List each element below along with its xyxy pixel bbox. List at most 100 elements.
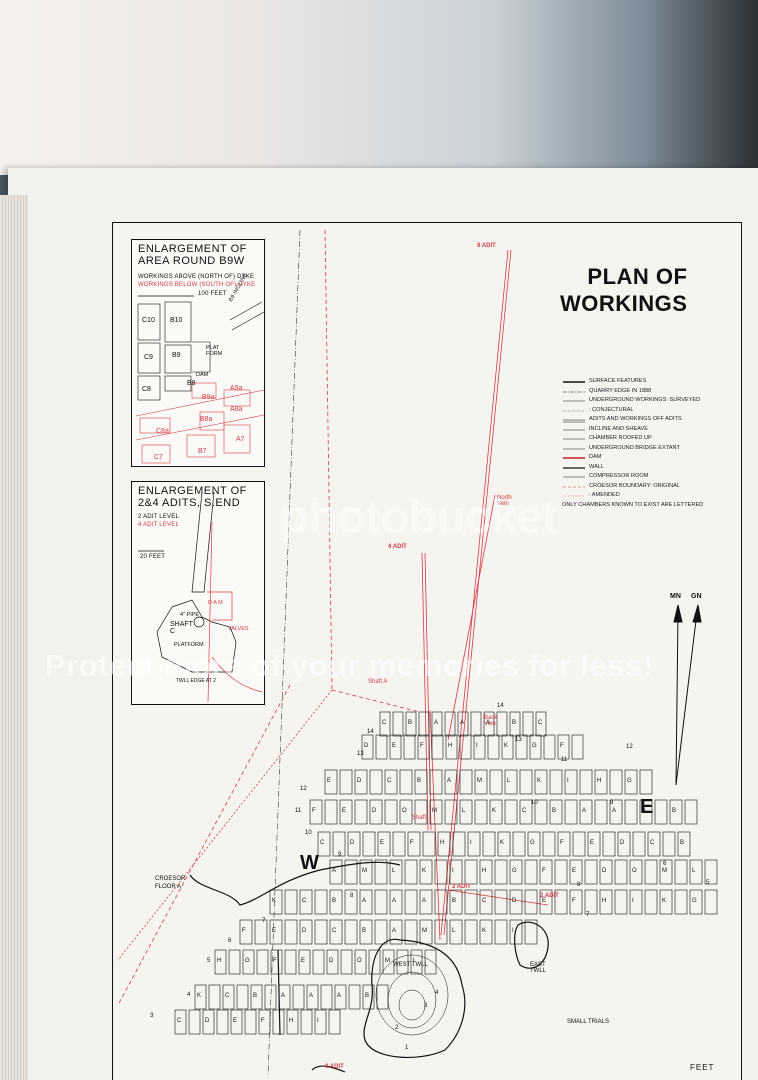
chamber <box>340 949 353 975</box>
row-number: 8 <box>350 893 354 899</box>
chamber-letter: H <box>217 958 222 964</box>
chamber <box>674 859 688 885</box>
chamber <box>509 711 521 737</box>
chamber <box>632 831 646 857</box>
adit-0-label: 0 ADIT <box>325 1064 344 1070</box>
chamber <box>494 919 508 945</box>
chamber-letter: G <box>532 743 537 749</box>
chamber <box>479 859 493 885</box>
chamber-letter: K <box>492 808 497 814</box>
chamber <box>459 769 473 795</box>
chamber-letter: M <box>385 958 390 964</box>
chamber-grid <box>174 711 718 1035</box>
chamber <box>489 799 503 825</box>
chamber-letter: L <box>413 958 417 964</box>
legend-symbol <box>563 381 585 383</box>
chamber <box>405 711 417 737</box>
chamber <box>384 799 398 825</box>
legend-symbol <box>563 448 585 449</box>
chamber <box>515 734 528 760</box>
row-number: 5 <box>706 880 710 886</box>
chamber-letter: K <box>422 868 427 874</box>
chamber <box>228 949 241 975</box>
chamber <box>414 769 428 795</box>
chamber <box>459 799 473 825</box>
chamber-letter: D <box>620 840 625 846</box>
chamber <box>329 919 343 945</box>
map-title: PLAN OF WORKINGS <box>560 263 687 317</box>
chamber <box>354 769 368 795</box>
chamber <box>404 889 418 915</box>
inset1-red-label: A9a <box>230 385 243 392</box>
chamber <box>414 799 428 825</box>
chamber <box>542 831 556 857</box>
chamber-letter: B <box>253 993 258 999</box>
chamber <box>524 859 538 885</box>
inset1-red-label: C7 <box>154 454 163 461</box>
legend-symbol <box>563 410 585 411</box>
chamber-letter: E <box>233 1018 238 1024</box>
chamber-letter: D <box>372 808 377 814</box>
chamber <box>334 984 347 1010</box>
inset1-red-label: C8a <box>156 428 169 435</box>
chamber <box>194 984 207 1010</box>
chamber <box>602 831 616 857</box>
chamber-letter: C <box>650 840 655 846</box>
chamber <box>339 799 353 825</box>
scale-feet-label: FEET <box>690 1063 715 1072</box>
chamber <box>614 859 628 885</box>
chamber <box>557 831 571 857</box>
chamber-letter: G <box>530 840 535 846</box>
legend-item: SURFACE FEATURES <box>562 377 732 387</box>
chamber-letter: C <box>177 1018 182 1024</box>
chamber <box>419 859 433 885</box>
chamber-letter: L <box>507 778 511 784</box>
chamber-letter: F <box>273 958 277 964</box>
chamber-letter: C <box>538 720 543 726</box>
chamber <box>269 919 283 945</box>
inset1-title-line2: AREA ROUND B9W <box>138 255 245 267</box>
chamber <box>317 831 331 857</box>
chamber-letter: B <box>672 808 677 814</box>
chamber-letter: E <box>572 868 577 874</box>
chamber-letter: I <box>512 928 514 934</box>
inset2-title: ENLARGEMENT OF 2&4 ADITS, S.END <box>138 485 247 509</box>
twll-contours <box>375 954 449 1036</box>
inset-area-b9w: ENLARGEMENT OF AREA ROUND B9W WORKINGS A… <box>131 239 265 467</box>
chamber <box>272 1009 285 1035</box>
chamber <box>571 734 584 760</box>
chamber <box>422 831 436 857</box>
chamber <box>489 769 503 795</box>
row-number: 2 <box>395 1025 399 1031</box>
chamber-letter: A <box>612 808 617 814</box>
chamber-letter: L <box>452 928 456 934</box>
legend-label: QUARRY EDGE IN 1888 <box>589 387 652 394</box>
chamber <box>320 984 333 1010</box>
grid-north-label: GN <box>691 593 702 600</box>
chamber <box>444 799 458 825</box>
chamber <box>431 711 443 737</box>
west-twll-label: WEST TWLL <box>393 962 428 968</box>
chamber-letter: A <box>281 993 286 999</box>
chamber <box>539 859 553 885</box>
chamber-letter: M <box>422 928 427 934</box>
chamber <box>527 831 541 857</box>
chamber <box>332 831 346 857</box>
legend-label: CHAMBER ROOFED UP <box>589 435 652 441</box>
legend-item: UNDERGROUND BRIDGE EXTANT <box>562 444 732 454</box>
chamber <box>529 734 542 760</box>
chamber <box>375 734 388 760</box>
chamber-letter: K <box>272 898 277 904</box>
chamber-letter: A <box>309 993 314 999</box>
chamber <box>347 831 361 857</box>
chamber <box>464 859 478 885</box>
inset1-title-line1: ENLARGEMENT OF <box>138 243 247 255</box>
chamber <box>286 1009 299 1035</box>
row-number: 13 <box>515 737 522 743</box>
chamber <box>569 889 583 915</box>
chamber <box>599 889 613 915</box>
chamber-letter: I <box>470 840 472 846</box>
chamber <box>326 949 339 975</box>
chamber <box>403 734 416 760</box>
